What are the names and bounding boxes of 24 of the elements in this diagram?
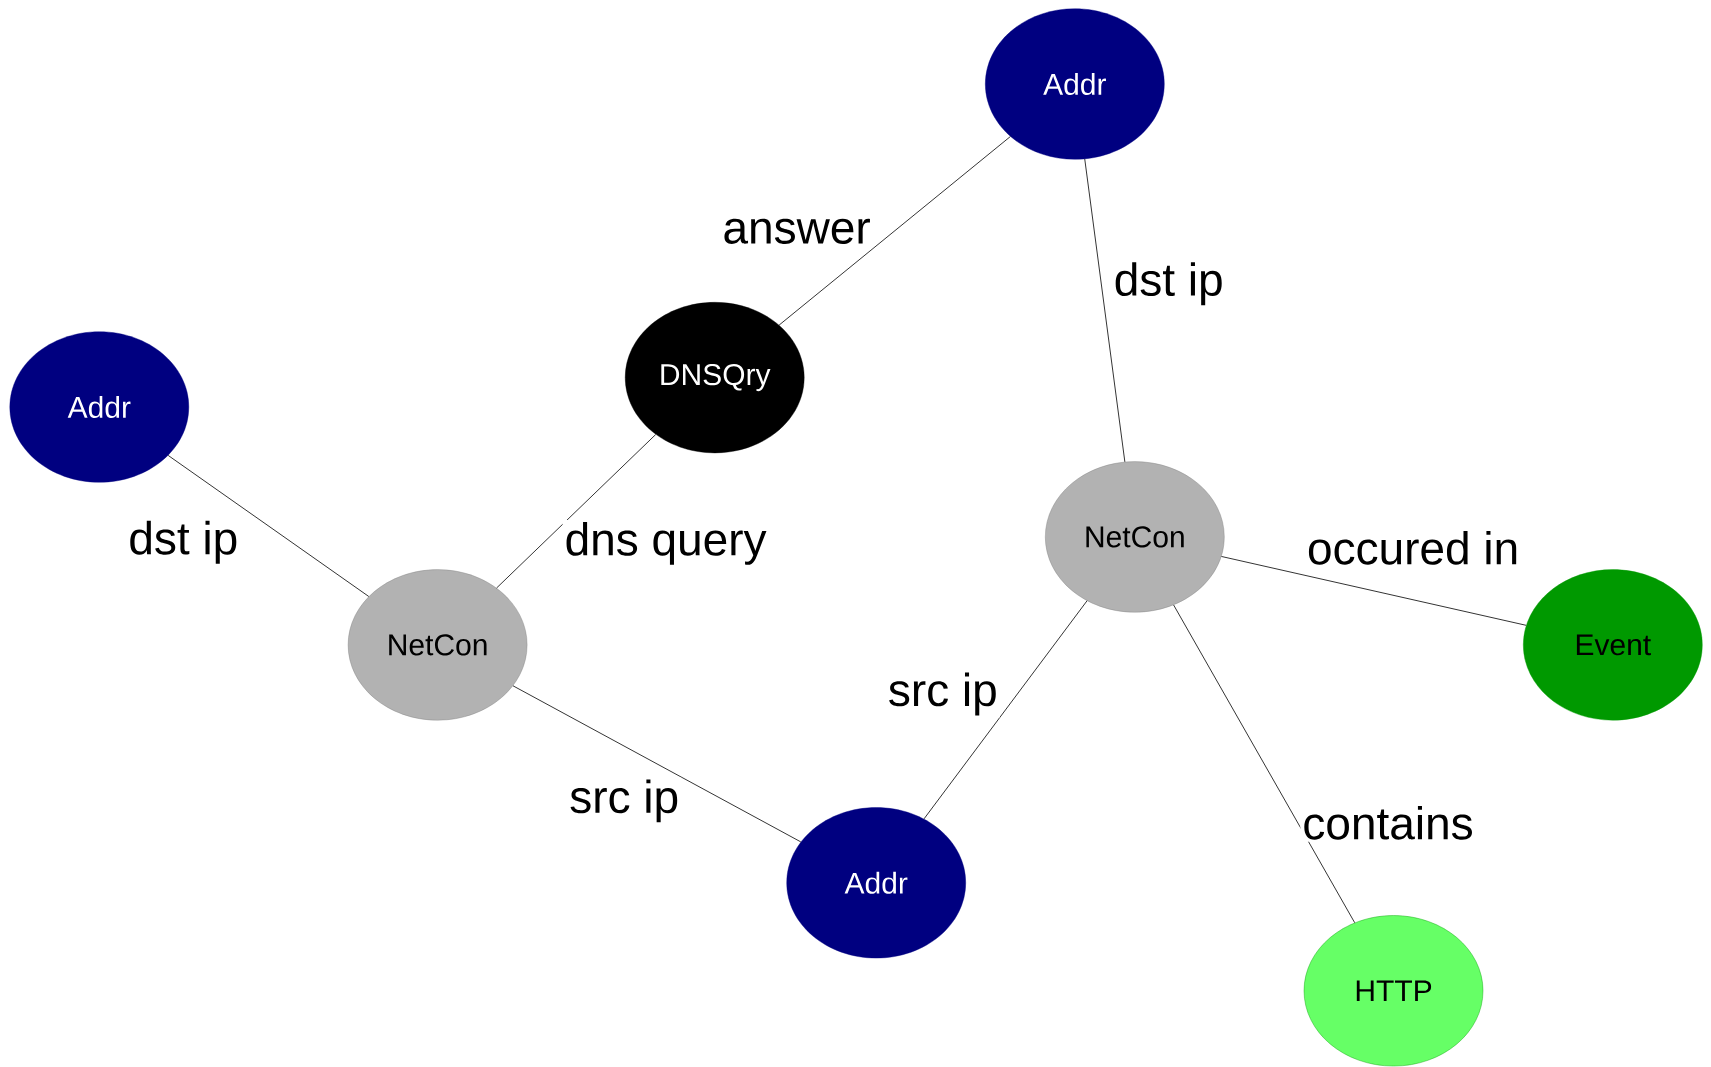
edge-label: answer <box>720 216 873 246</box>
edge-label: contains <box>1300 803 1476 842</box>
connector-line <box>167 455 370 597</box>
edge-label: dns query <box>562 519 769 567</box>
edge-label: src ip <box>885 670 1000 718</box>
ellipse-node: DNSQry <box>625 302 805 454</box>
ellipse-node: NetCon <box>1045 461 1225 613</box>
edge-label: src ip <box>567 777 682 825</box>
ellipse-node: Addr <box>9 331 189 483</box>
edge-label: dst ip <box>126 518 241 566</box>
connector-line <box>1084 158 1126 463</box>
ellipse-node: Event <box>1523 569 1703 721</box>
ellipse-node: HTTP <box>1303 915 1484 1067</box>
ellipse-node: NetCon <box>347 569 528 721</box>
edge-label: occured in <box>1305 528 1522 567</box>
ellipse-node: Addr <box>786 807 966 959</box>
connector-line <box>496 434 657 589</box>
edge-label: dst ip <box>1111 260 1226 308</box>
connector-line <box>778 136 1011 326</box>
connector-line <box>923 600 1088 820</box>
connector-line <box>512 685 802 843</box>
ellipse-node: Addr <box>985 8 1165 160</box>
connector-line <box>1221 556 1527 626</box>
connector-line <box>1173 604 1356 924</box>
